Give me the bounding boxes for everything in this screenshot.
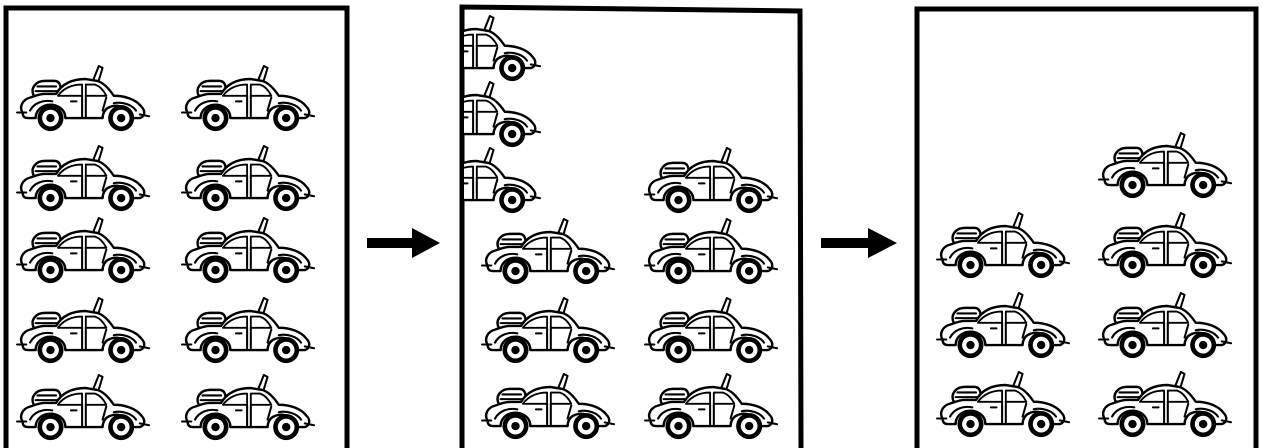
arrow-1: [367, 228, 440, 258]
arrow-2: [821, 228, 897, 258]
panel-1-frame: [3, 5, 350, 448]
